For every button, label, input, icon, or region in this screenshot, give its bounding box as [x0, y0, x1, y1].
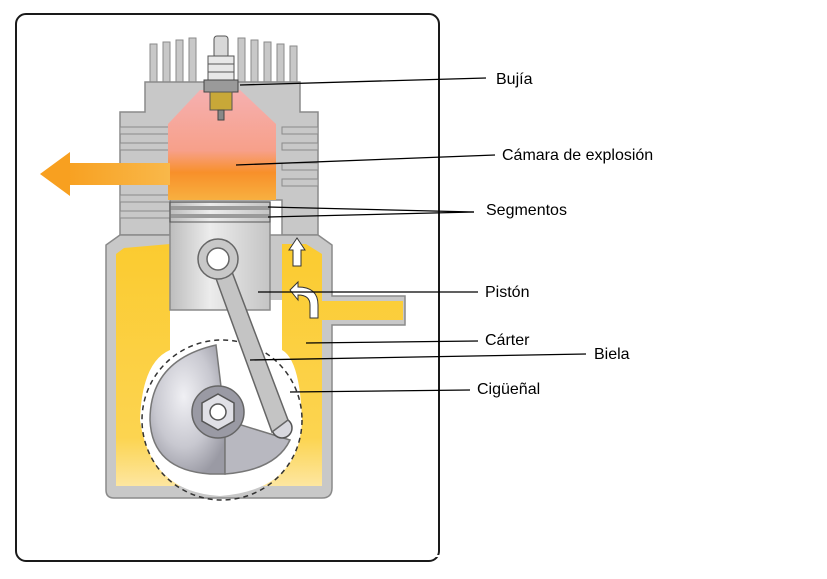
- label-camara-de-explosion: Cámara de explosión: [502, 147, 654, 164]
- piston-rings: [170, 206, 270, 210]
- leader-carter: [305, 340, 479, 344]
- label-cigueenal: Cigüeñal: [477, 381, 541, 398]
- leader-bujia: [239, 77, 487, 86]
- leader-segmentos-2: [267, 211, 475, 218]
- combustion-chamber: [168, 90, 276, 200]
- crank-dashed-path: [141, 339, 303, 501]
- leader-lines: [235, 77, 587, 393]
- label-piston: Pistón: [485, 284, 530, 301]
- cooling-fins-right: [281, 126, 319, 187]
- exhaust-arrow: [40, 152, 170, 196]
- leader-camara: [235, 154, 496, 166]
- crankshaft: [149, 344, 293, 475]
- leader-segmentos-1: [267, 206, 475, 213]
- label-biela: Biela: [594, 346, 630, 363]
- leader-cigueenal: [289, 389, 471, 393]
- spark-plug: [203, 35, 239, 121]
- transfer-arrows: [288, 237, 319, 319]
- connecting-rod: [197, 238, 289, 434]
- label-bujia: Bujía: [496, 71, 533, 88]
- leader-biela: [249, 353, 587, 361]
- label-segmentos: Segmentos: [486, 202, 567, 219]
- label-carter: Cárter: [485, 332, 530, 349]
